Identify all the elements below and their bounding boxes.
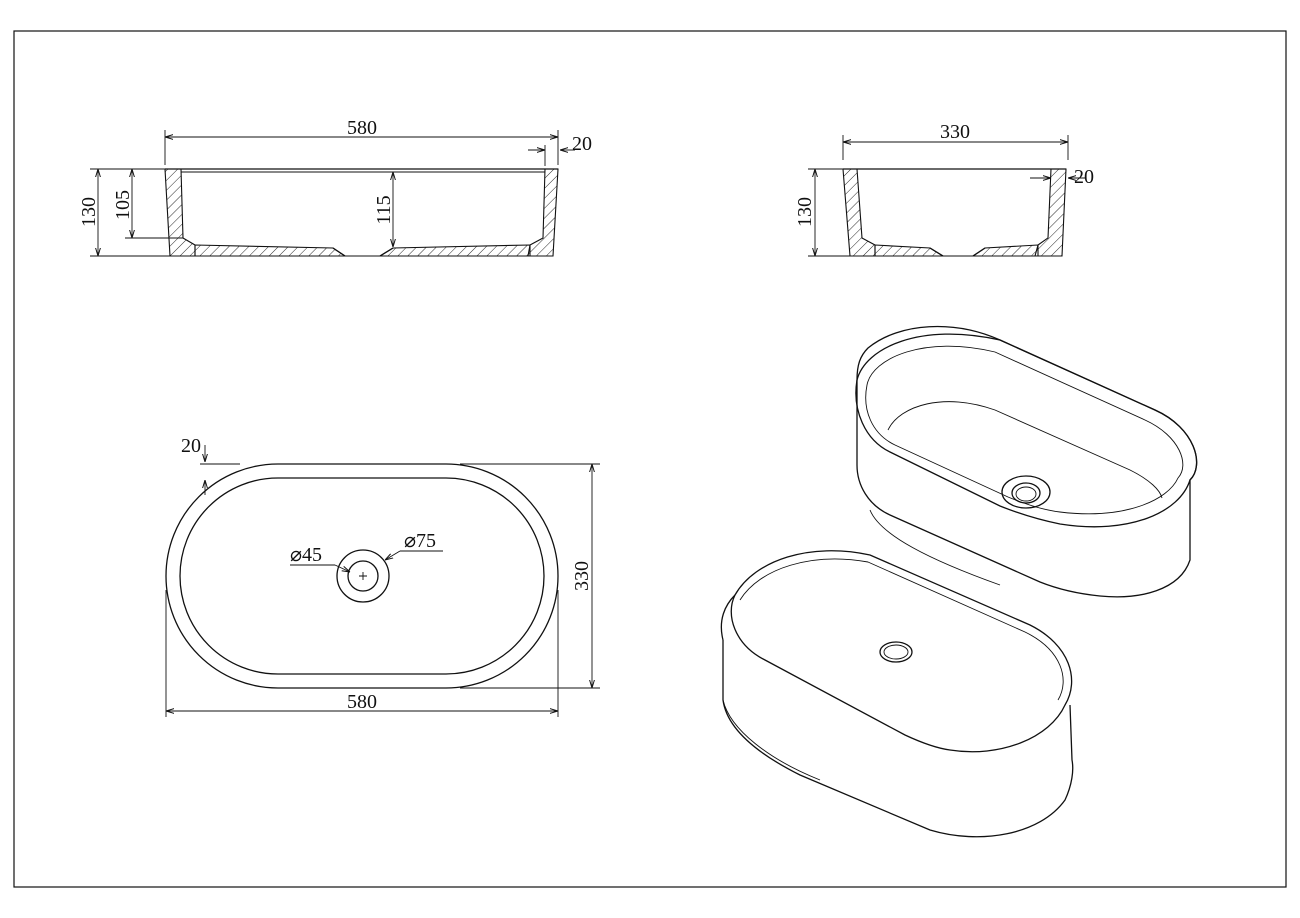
- cross-section-wall-label: 20: [1074, 166, 1094, 188]
- drawing-frame: [13, 30, 1287, 888]
- cross-section-height-label: 130: [794, 197, 816, 227]
- isometric-basin-open: [855, 325, 1198, 598]
- plan-length-label: 580: [347, 691, 377, 713]
- long-section-view: 580 20 130 105 115: [78, 117, 592, 257]
- plan-rim-label: 20: [181, 435, 201, 457]
- cross-section-view: 330 20 130: [794, 121, 1094, 257]
- long-section-inner-depth-label: 105: [112, 190, 134, 220]
- cross-section-width-label: 330: [940, 121, 970, 143]
- drain-inner-diameter-label: ⌀45: [290, 544, 322, 566]
- plan-view: 20 ⌀45 ⌀75 330 580: [165, 435, 600, 717]
- long-section-length-label: 580: [347, 117, 377, 139]
- long-section-center-depth-label: 115: [373, 195, 395, 224]
- isometric-basin-closed: [720, 550, 1074, 838]
- long-section-height-label: 130: [78, 197, 100, 227]
- plan-width-label: 330: [571, 561, 593, 591]
- drain-outer-diameter-label: ⌀75: [404, 530, 436, 552]
- long-section-wall-label: 20: [572, 133, 592, 155]
